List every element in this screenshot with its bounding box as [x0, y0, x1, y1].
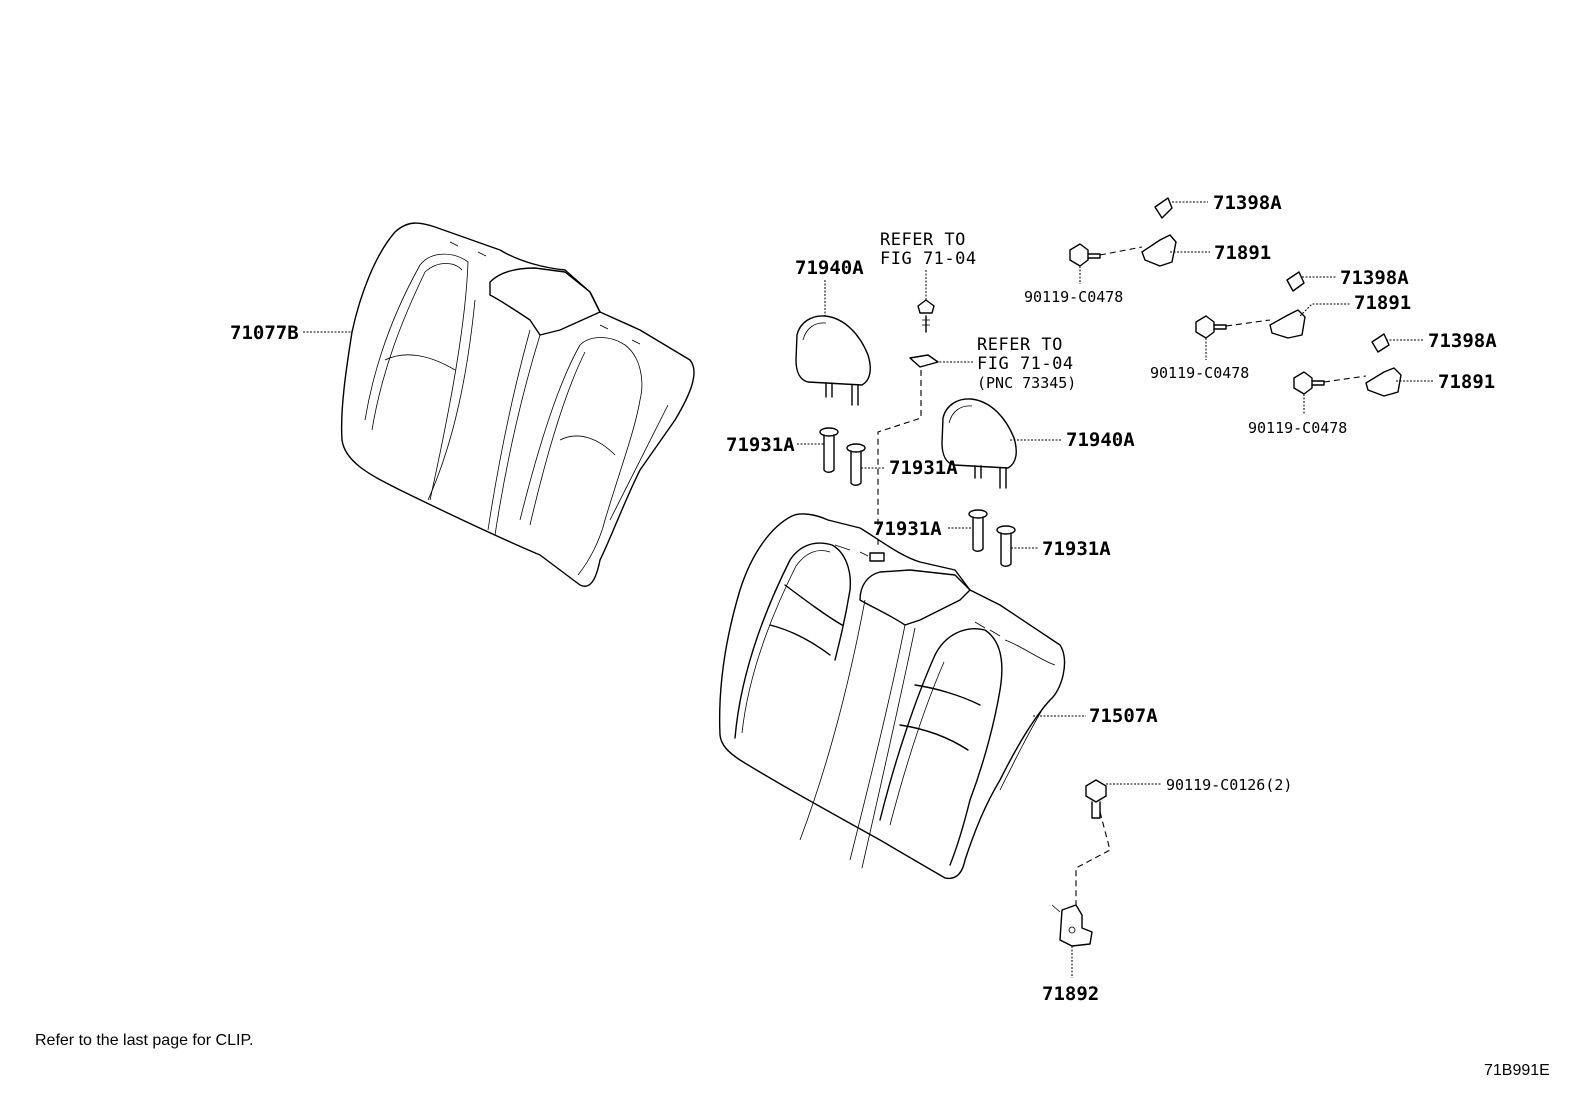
hinge-group-3[interactable]: [1293, 333, 1402, 397]
label-hinge-3[interactable]: 71891: [1438, 371, 1495, 393]
ref1-line2[interactable]: FIG 71-04: [880, 249, 977, 269]
label-bolt-lower[interactable]: 90119-C0126(2): [1166, 776, 1292, 794]
clip-ref-drawing[interactable]: [917, 299, 935, 333]
hinge-group-2[interactable]: [1195, 271, 1306, 339]
hinge-group-1[interactable]: [1069, 197, 1177, 267]
label-cover-1[interactable]: 71398A: [1213, 192, 1282, 214]
bolt-3-part[interactable]: [1293, 371, 1313, 395]
label-guide-a[interactable]: 71931A: [726, 434, 795, 456]
guide-d-drawing[interactable]: [996, 525, 1016, 567]
leader-lines: [303, 201, 1434, 978]
guide-b-drawing[interactable]: [846, 443, 866, 486]
bolt-bracket-connector: [1075, 811, 1111, 905]
label-bracket-lower[interactable]: 71892: [1042, 983, 1099, 1005]
guide-a-drawing[interactable]: [819, 427, 839, 473]
footer-note: Refer to the last page for CLIP.: [35, 1032, 254, 1049]
ref2-line3: (PNC 73345): [977, 374, 1076, 392]
hinge-2-part[interactable]: [1269, 309, 1306, 339]
seat-back-pad-drawing[interactable]: [718, 513, 1066, 880]
label-hinge-1[interactable]: 71891: [1214, 242, 1271, 264]
bolt-lower-drawing[interactable]: [1085, 779, 1107, 819]
label-guide-b[interactable]: 71931A: [889, 457, 958, 479]
seat-back-cover-drawing[interactable]: [340, 222, 695, 587]
label-hinge-2[interactable]: 71891: [1354, 292, 1411, 314]
label-guide-d[interactable]: 71931A: [1042, 538, 1111, 560]
bolt-2-part[interactable]: [1195, 315, 1215, 339]
headrest-left-drawing[interactable]: [795, 315, 871, 406]
clip-connector-line: [877, 370, 922, 548]
label-cover-2[interactable]: 71398A: [1340, 267, 1409, 289]
ref2-line1: REFER TO: [977, 335, 1063, 355]
ref2-line2[interactable]: FIG 71-04: [977, 354, 1074, 374]
bracket-lower-drawing[interactable]: [1051, 904, 1093, 947]
label-guide-c[interactable]: 71931A: [873, 518, 942, 540]
label-71077B[interactable]: 71077B: [230, 322, 299, 344]
cover-2-part[interactable]: [1286, 271, 1305, 292]
label-headrest-left[interactable]: 71940A: [795, 257, 864, 279]
hinge-3-part[interactable]: [1365, 367, 1402, 397]
headrest-right-drawing[interactable]: [941, 398, 1017, 489]
label-cover-3[interactable]: 71398A: [1428, 330, 1497, 352]
label-bolt-2[interactable]: 90119-C0478: [1150, 364, 1249, 382]
cover-3-part[interactable]: [1371, 333, 1390, 353]
guide-c-drawing[interactable]: [968, 509, 988, 552]
cover-1-part[interactable]: [1154, 197, 1173, 219]
label-71507A[interactable]: 71507A: [1089, 705, 1158, 727]
ref1-line1: REFER TO: [880, 230, 966, 250]
figure-id: 71B991E: [1484, 1062, 1550, 1079]
label-headrest-right[interactable]: 71940A: [1066, 429, 1135, 451]
label-bolt-1[interactable]: 90119-C0478: [1024, 288, 1123, 306]
hinge-1-part[interactable]: [1141, 234, 1177, 267]
label-bolt-3[interactable]: 90119-C0478: [1248, 419, 1347, 437]
clip-73345-drawing[interactable]: [909, 354, 939, 368]
bolt-1-part[interactable]: [1069, 243, 1089, 267]
